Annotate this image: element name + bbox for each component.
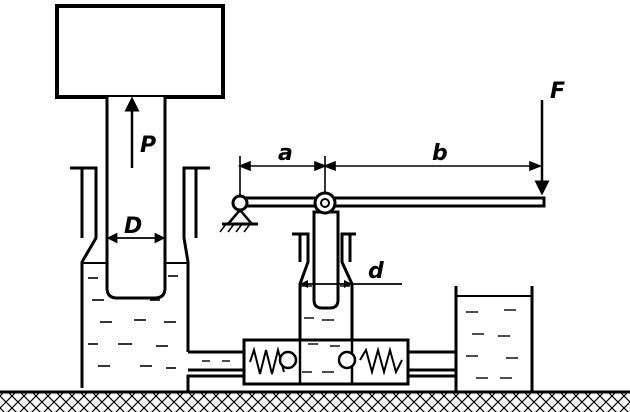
diameter-small-label: d: [368, 259, 384, 284]
lever-long-label: b: [432, 141, 448, 166]
lever-dimension-line: [237, 156, 543, 196]
reservoir: [454, 286, 534, 394]
big-piston: [105, 97, 167, 300]
ground: [0, 390, 630, 412]
fixed-pivot: [219, 194, 258, 233]
right-pipe: [408, 350, 456, 372]
small-piston: [312, 210, 340, 310]
load-block: [55, 4, 225, 99]
big-cylinder: [70, 166, 210, 388]
pressure-label: P: [140, 133, 156, 158]
left-pipe: [188, 350, 244, 372]
small-cylinder: [292, 232, 356, 340]
force-label: F: [550, 79, 565, 104]
piston-pivot: [313, 191, 337, 215]
left-check-ball: [278, 350, 298, 370]
right-spring: [359, 346, 403, 376]
diameter-big-label: D: [124, 214, 142, 239]
right-check-ball: [337, 350, 357, 370]
left-spring: [249, 346, 285, 375]
lever: [238, 196, 546, 208]
lever-short-label: a: [278, 141, 293, 166]
